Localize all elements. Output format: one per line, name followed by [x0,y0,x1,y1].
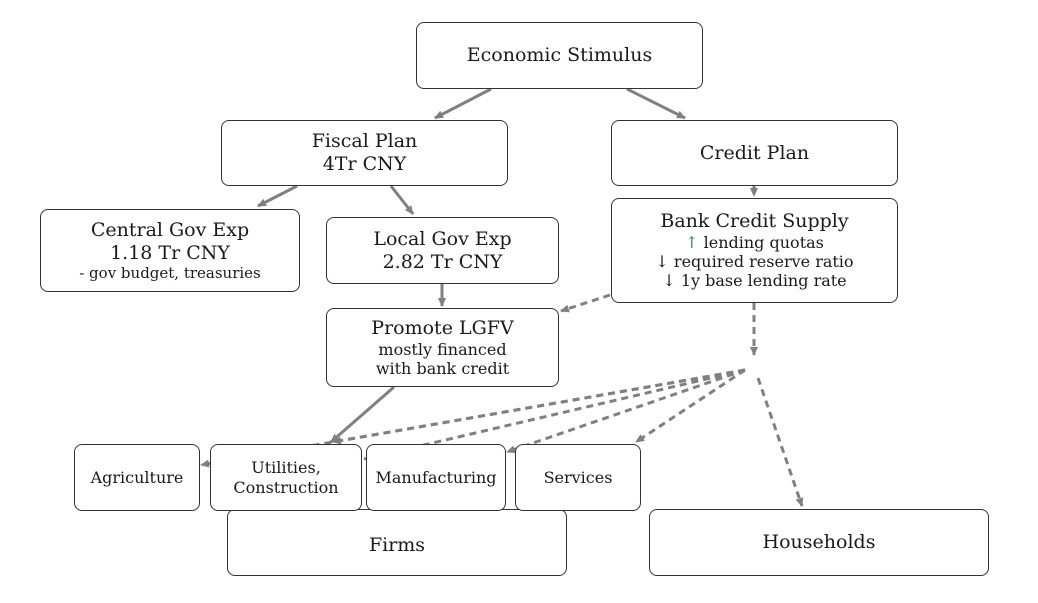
node-firms-label: Firms [368,534,426,557]
node-bank-credit-supply: Bank Credit Supply ↑ lending quotas ↓ re… [611,198,898,303]
node-manufacturing-label: Manufacturing [375,467,497,487]
edge-hub-manufacturing [506,368,746,454]
bank-item-lending-quotas-text: lending quotas [703,233,824,253]
bank-item-lending-rate: ↓ 1y base lending rate [662,271,846,290]
node-central-gov-exp: Central Gov Exp 1.18 Tr CNY - gov budget… [40,209,300,292]
edge-bank-lgfv [560,293,611,313]
node-utilities-construction: Utilities, Construction [210,444,362,511]
bank-item-reserve-ratio-text: required reserve ratio [673,252,854,272]
node-agriculture-label: Agriculture [90,467,184,487]
node-local-gov-exp-label: Local Gov Exp [373,227,512,250]
edge-hub-households [756,377,804,507]
bank-item-lending-quotas: ↑ lending quotas [685,233,824,252]
edge-fiscal-central [257,184,298,208]
node-local-gov-exp: Local Gov Exp 2.82 Tr CNY [326,217,559,284]
node-utilities-line1: Utilities, [251,458,321,478]
node-agriculture: Agriculture [74,444,200,511]
node-fiscal-plan-label: Fiscal Plan [311,130,418,153]
node-credit-plan-label: Credit Plan [699,141,810,164]
node-utilities-line2: Construction [233,477,339,497]
node-local-gov-exp-amount: 2.82 Tr CNY [382,250,503,273]
up-arrow-icon: ↑ [685,233,699,253]
node-credit-plan: Credit Plan [611,120,898,186]
node-bank-credit-supply-label: Bank Credit Supply [660,210,849,233]
node-economic-stimulus-label: Economic Stimulus [466,44,653,67]
down-arrow-icon: ↓ [655,252,669,272]
node-central-gov-exp-note: - gov budget, treasuries [79,264,261,283]
node-fiscal-plan-amount: 4Tr CNY [322,153,407,175]
node-services-label: Services [543,467,613,487]
node-fiscal-plan: Fiscal Plan 4Tr CNY [221,120,508,186]
node-firms: Firms [227,509,567,576]
edge-lgfv-utilities [330,385,395,444]
node-services: Services [515,444,641,511]
edge-stimulus-fiscal [434,87,492,120]
edge-hub-utilities [332,368,746,445]
bank-item-lending-rate-text: 1y base lending rate [680,271,847,291]
down-arrow-icon: ↓ [662,271,676,291]
bank-item-reserve-ratio: ↓ required reserve ratio [655,252,853,271]
node-promote-lgfv-line1: mostly financed [378,339,507,359]
edge-fiscal-local [389,185,415,215]
edge-hub-services [635,368,746,444]
node-central-gov-exp-amount: 1.18 Tr CNY [110,241,230,264]
node-promote-lgfv-line2: with bank credit [375,358,510,378]
node-households: Households [649,509,989,576]
node-central-gov-exp-label: Central Gov Exp [90,218,250,241]
node-economic-stimulus: Economic Stimulus [416,22,703,89]
edge-stimulus-credit [626,87,686,120]
node-promote-lgfv: Promote LGFV mostly financed with bank c… [326,308,559,387]
node-households-label: Households [762,531,876,554]
node-promote-lgfv-label: Promote LGFV [371,316,514,339]
node-manufacturing: Manufacturing [366,444,506,511]
